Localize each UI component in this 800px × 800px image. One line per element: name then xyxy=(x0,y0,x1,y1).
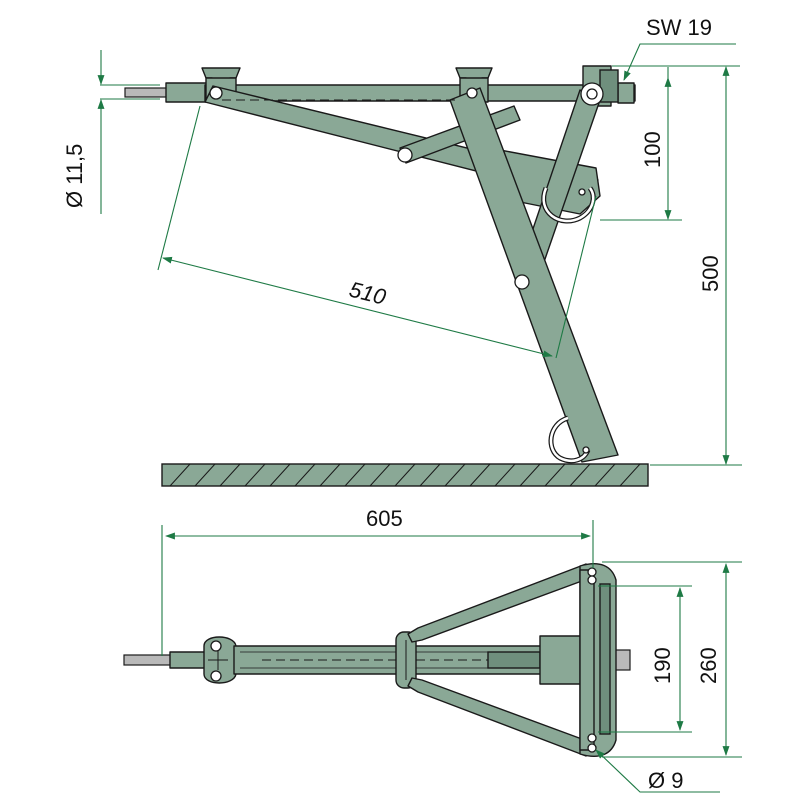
threaded-rod xyxy=(124,82,636,104)
crank-handle-upper-inner xyxy=(542,187,595,223)
foot-frame xyxy=(579,562,617,758)
pivot-pin xyxy=(209,86,223,100)
pivot-pin xyxy=(514,274,530,290)
dimension-500: 500 xyxy=(650,66,742,466)
dimension-wrench-size: SW 19 xyxy=(623,15,736,81)
dimension-510: 510 xyxy=(157,105,597,359)
pivot-pin xyxy=(397,147,413,163)
width-260-label: 260 xyxy=(696,647,721,684)
width-190-label: 190 xyxy=(650,647,675,684)
pivot-pin xyxy=(578,188,586,196)
upper-frame-arm xyxy=(407,563,591,643)
clevis xyxy=(203,636,237,684)
ground-plate xyxy=(161,463,649,487)
top-view: 605 190 260 Ø 9 xyxy=(123,506,742,793)
dimension-190: 190 xyxy=(598,585,692,733)
dimension-hole-diameter: Ø 9 xyxy=(595,749,720,793)
top-rod xyxy=(123,654,175,666)
wrench-size-label: SW 19 xyxy=(646,15,712,40)
crank-handle-lower-inner xyxy=(549,416,590,462)
side-view: Ø 11,5 SW 19 100 500 510 xyxy=(62,15,742,487)
pivot-pin xyxy=(466,87,478,99)
dimension-rod-diameter: Ø 11,5 xyxy=(62,50,160,214)
middle-pivot xyxy=(395,631,417,689)
lower-frame-arm xyxy=(407,677,591,757)
rod-diameter-label: Ø 11,5 xyxy=(62,144,87,208)
arm-length-label: 510 xyxy=(347,277,389,310)
length-605-label: 605 xyxy=(366,506,403,531)
dimension-100: 100 xyxy=(600,65,740,221)
height-500-label: 500 xyxy=(698,255,723,292)
dimension-260: 260 xyxy=(602,561,742,758)
hole-diameter-label: Ø 9 xyxy=(648,768,683,793)
pivot-pin xyxy=(586,88,598,100)
dimension-605: 605 xyxy=(161,506,594,656)
main-leg xyxy=(449,87,619,463)
height-100-label: 100 xyxy=(640,131,665,168)
pivot-pin xyxy=(582,446,590,454)
